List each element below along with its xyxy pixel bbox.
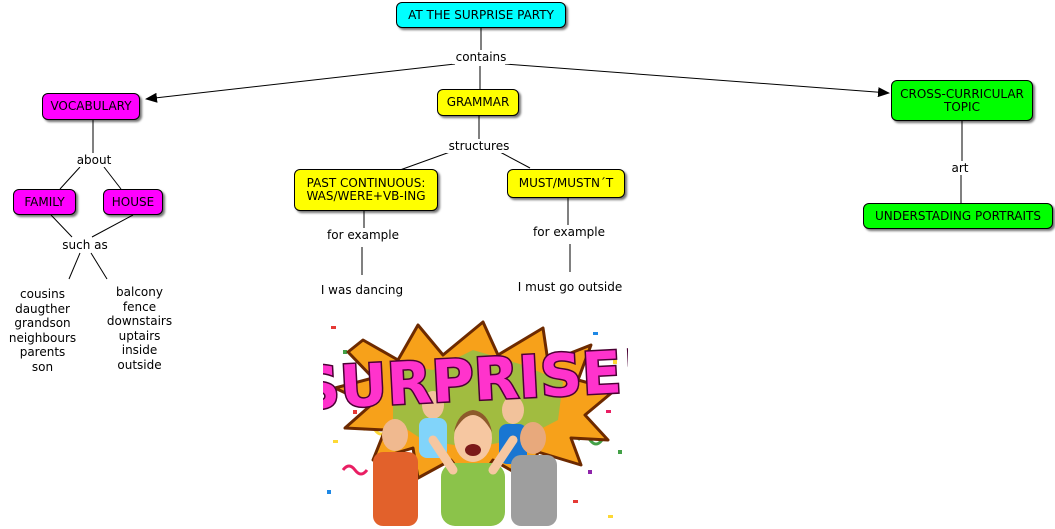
past-continuous-node[interactable]: PAST CONTINUOUS: WAS/WERE+VB-ING <box>294 169 438 211</box>
link-label-about: about <box>74 153 114 167</box>
house-word: balcony <box>116 285 163 299</box>
example-i-must-go-outside: I must go outside <box>508 280 632 294</box>
family-word: son <box>31 359 54 374</box>
root-node[interactable]: AT THE SURPRISE PARTY <box>396 2 566 28</box>
grammar-node[interactable]: GRAMMAR <box>437 89 519 116</box>
cheering-people <box>373 391 557 526</box>
house-word: fence <box>122 299 157 314</box>
link-label-contains: contains <box>452 50 510 64</box>
understanding-portraits-node[interactable]: UNDERSTADING PORTRAITS <box>863 203 1053 229</box>
house-word: inside <box>121 343 158 358</box>
house-word: downstairs <box>106 314 173 329</box>
link-label-art: art <box>945 161 975 175</box>
family-node[interactable]: FAMILY <box>13 189 76 215</box>
link-label-such-as: such as <box>58 238 112 252</box>
example-i-was-dancing: I was dancing <box>312 283 412 297</box>
house-words-list: balcony fence downstairs uptairs inside … <box>102 285 177 373</box>
house-word: outside <box>117 357 162 372</box>
family-word: grandson <box>14 316 71 331</box>
vocabulary-node[interactable]: VOCABULARY <box>42 93 140 120</box>
house-node[interactable]: HOUSE <box>103 189 163 215</box>
family-word: daugther <box>15 301 70 316</box>
link-label-structures: structures <box>445 139 513 153</box>
surprise-party-image: SURPRISE! <box>323 320 628 526</box>
family-word: parents <box>19 345 66 360</box>
link-label-for-example: for example <box>323 228 403 242</box>
must-mustnt-node[interactable]: MUST/MUSTN´T <box>507 169 625 198</box>
family-word: neighbours <box>8 330 77 345</box>
family-word: cousins <box>20 287 65 301</box>
house-word: uptairs <box>118 328 161 343</box>
link-label-for-example: for example <box>529 225 609 239</box>
family-words-list: cousins daugther grandson neighbours par… <box>5 287 80 375</box>
cross-curricular-topic-node[interactable]: CROSS-CURRICULAR TOPIC <box>891 80 1033 121</box>
